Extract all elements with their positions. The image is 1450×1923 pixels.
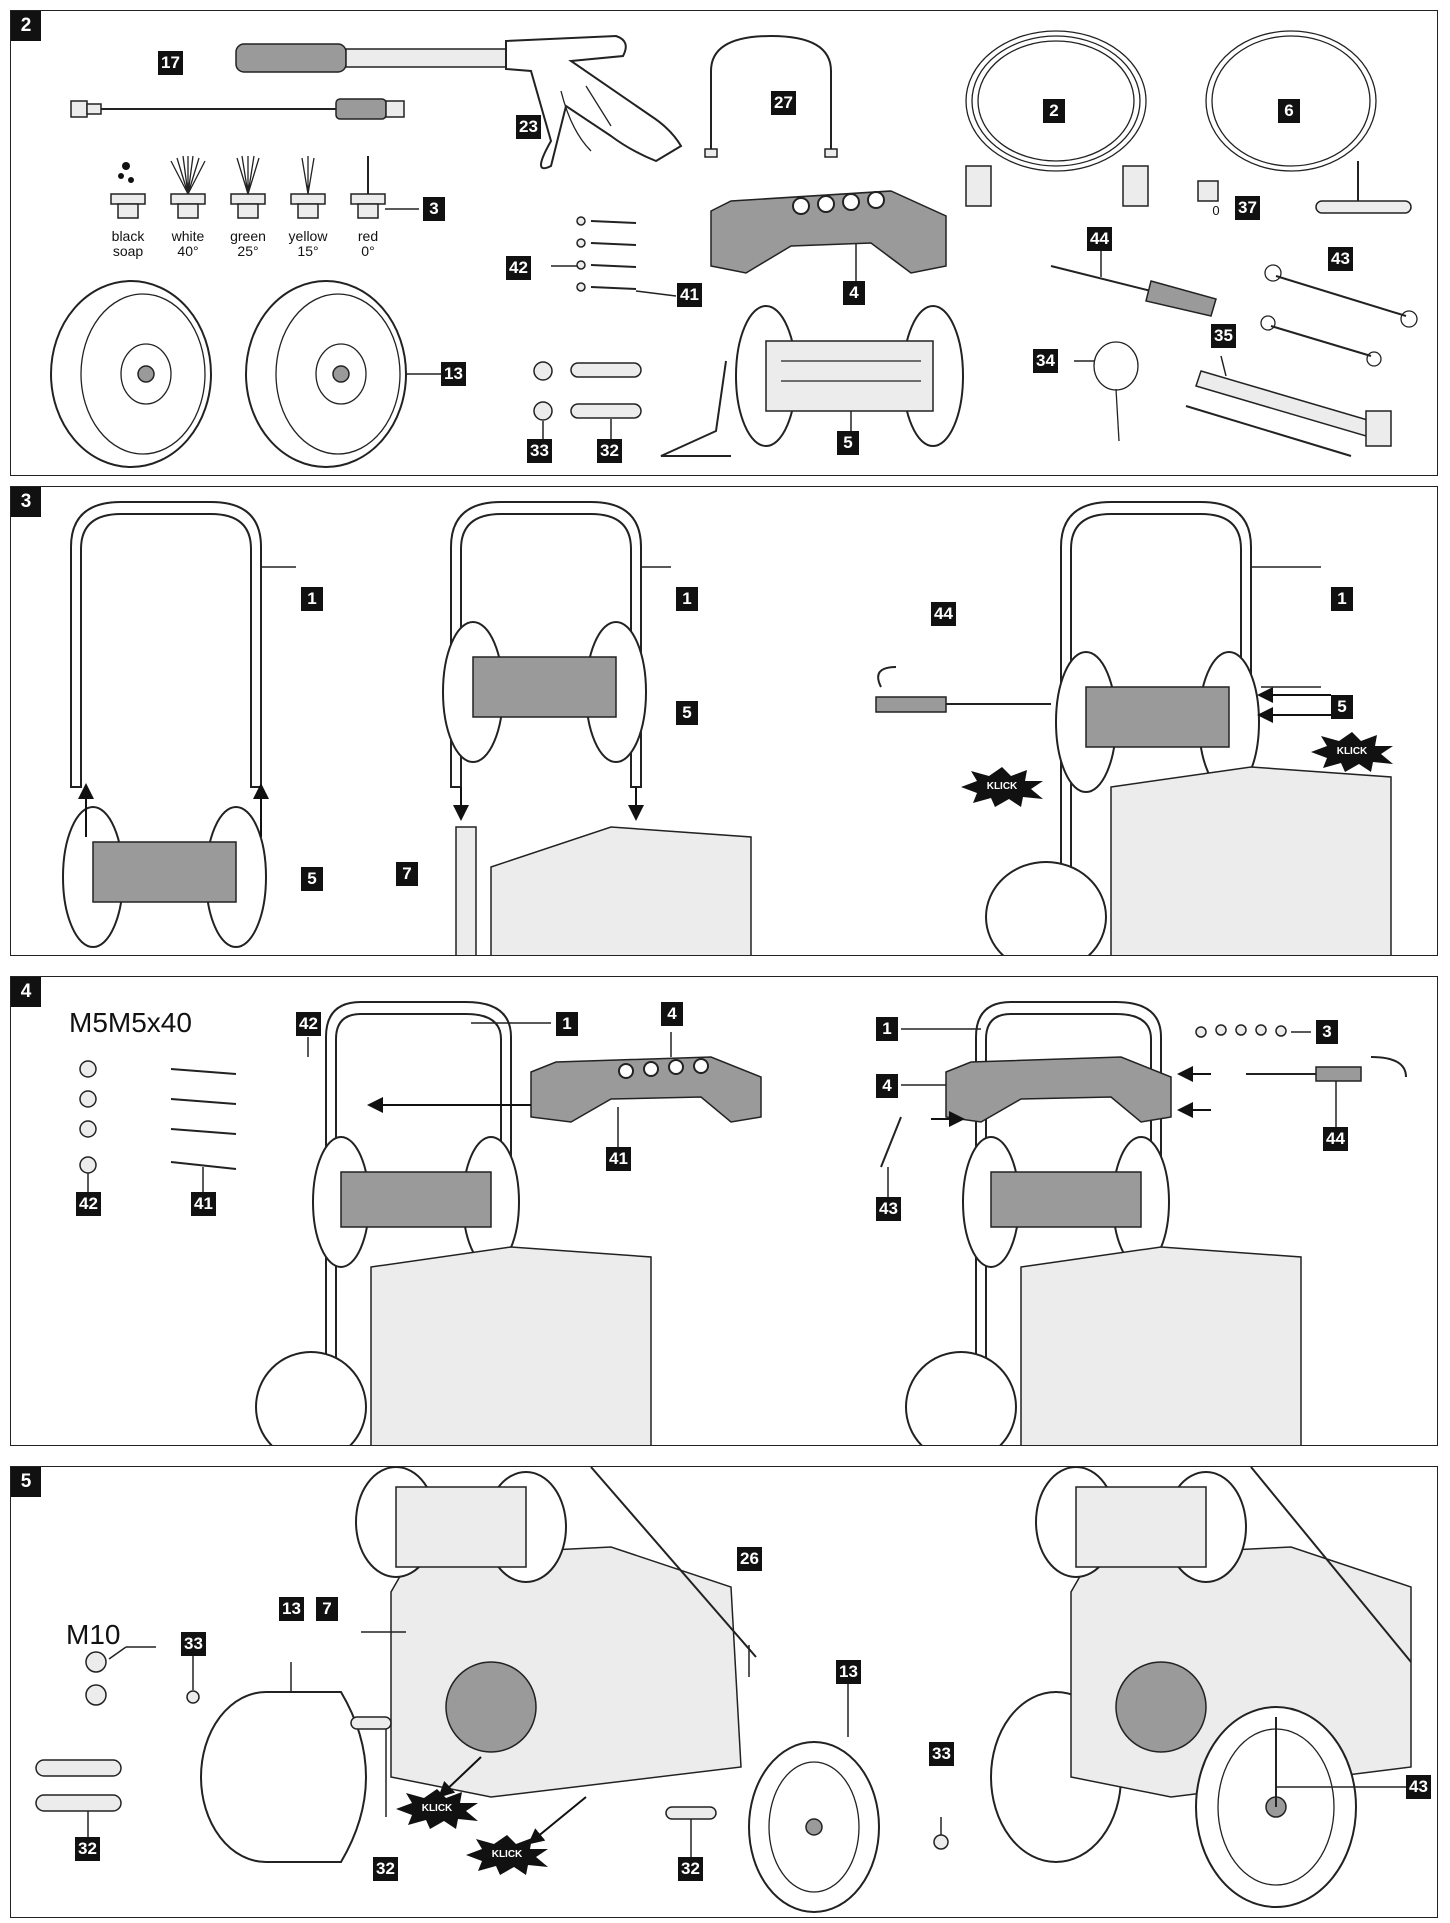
- spark-plug-wrench-35: [1185, 355, 1392, 457]
- nozzle-set-3: [110, 155, 419, 219]
- axle-spec-label: M10: [66, 1619, 121, 1650]
- panel-number: 5: [11, 1467, 41, 1497]
- step3-label-44: 44: [931, 602, 956, 626]
- step4-label-4: 4: [661, 1002, 683, 1026]
- step3-label-5c: 5: [1331, 695, 1353, 719]
- part-37-tag: 37: [1235, 196, 1260, 220]
- step3-label-1b: 1: [676, 587, 698, 611]
- part-35-tag: 35: [1211, 324, 1236, 348]
- step4-label-3: 3: [1316, 1020, 1338, 1044]
- part-32-tag: 32: [597, 439, 622, 463]
- step4-label-43: 43: [876, 1197, 901, 1221]
- step4-label-44: 44: [1323, 1127, 1348, 1151]
- step5-label-32-left: 32: [75, 1837, 100, 1861]
- part-3-tag: 3: [423, 197, 445, 221]
- high-pressure-hose-2: [965, 30, 1149, 207]
- screwdriver-44: [1050, 251, 1217, 317]
- panel-number: 3: [11, 487, 41, 517]
- screw-spec-label: M5M5x40: [69, 1007, 192, 1038]
- panel-step-4: 4 M5M5x40: [10, 976, 1438, 1446]
- step4-label-42: 42: [296, 1012, 321, 1036]
- klick-burst-4: KLICK: [466, 1835, 548, 1875]
- part-23-tag: 23: [516, 115, 541, 139]
- klick-burst-1: KLICK: [1311, 732, 1393, 772]
- lance-17: [70, 98, 405, 120]
- part-43-tag: 43: [1328, 247, 1353, 271]
- klick-burst-2: KLICK: [961, 767, 1043, 807]
- part-13-tag: 13: [441, 362, 466, 386]
- handle-4: [710, 190, 947, 281]
- part-2-tag: 2: [1043, 99, 1065, 123]
- step-3-illustration: [62, 501, 1392, 955]
- hose-reel-5: [660, 305, 964, 457]
- panel-step-3: 3 1 5 1 5 7 44 1 5: [10, 486, 1438, 956]
- cleaning-needle-34: [1074, 341, 1139, 442]
- panel-step-5: 5 M10: [10, 1466, 1438, 1918]
- panel-number: 4: [11, 977, 41, 1007]
- parts-illustration: [50, 30, 1418, 468]
- axles-32-33: [533, 361, 642, 439]
- part-41-tag: 41: [677, 283, 702, 307]
- step5-label-33-right: 33: [929, 1742, 954, 1766]
- wheels-13: [50, 280, 441, 468]
- part-6-tag: 6: [1278, 99, 1300, 123]
- klick-burst-3: KLICK: [396, 1789, 478, 1829]
- step4-label-42-left: 42: [76, 1192, 101, 1216]
- panel-parts-overview: 2: [10, 10, 1438, 476]
- step5-label-32-mid: 32: [373, 1857, 398, 1881]
- spray-gun-23: [235, 34, 683, 170]
- part-42-tag: 42: [506, 256, 531, 280]
- screws-41-42: [551, 216, 677, 297]
- part-37-prefix: 0: [1212, 203, 1220, 218]
- panel-number: 2: [11, 11, 41, 41]
- part-27-tag: 27: [771, 91, 796, 115]
- step-5-illustration: [35, 1467, 1412, 1913]
- part-4-tag: 4: [843, 281, 865, 305]
- step5-label-33-left: 33: [181, 1632, 206, 1656]
- step4-label-41: 41: [606, 1147, 631, 1171]
- part-34-tag: 34: [1033, 349, 1058, 373]
- step3-label-1a: 1: [301, 587, 323, 611]
- step5-label-26: 26: [737, 1547, 762, 1571]
- step5-label-32-right: 32: [678, 1857, 703, 1881]
- part-17-tag: 17: [158, 51, 183, 75]
- step4-label-1: 1: [556, 1012, 578, 1036]
- step3-label-5a: 5: [301, 867, 323, 891]
- step3-label-5b: 5: [676, 701, 698, 725]
- connector-pipe-27: [710, 34, 832, 151]
- part-44-tag: 44: [1087, 227, 1112, 251]
- wrenches-43: [1260, 264, 1418, 367]
- step3-label-1c: 1: [1331, 587, 1353, 611]
- part-5-tag: 5: [837, 431, 859, 455]
- step-4-illustration: [79, 1001, 1407, 1445]
- step4-label-1-right: 1: [876, 1017, 898, 1041]
- step5-label-43: 43: [1406, 1775, 1431, 1799]
- step4-label-41-left: 41: [191, 1192, 216, 1216]
- part-33-tag: 33: [527, 439, 552, 463]
- garden-hose-adapter-6: [1197, 30, 1412, 214]
- step5-label-7: 7: [316, 1597, 338, 1621]
- step3-label-7: 7: [396, 862, 418, 886]
- step5-label-13-left: 13: [279, 1597, 304, 1621]
- step4-label-4-right: 4: [876, 1074, 898, 1098]
- step5-label-13-right: 13: [836, 1660, 861, 1684]
